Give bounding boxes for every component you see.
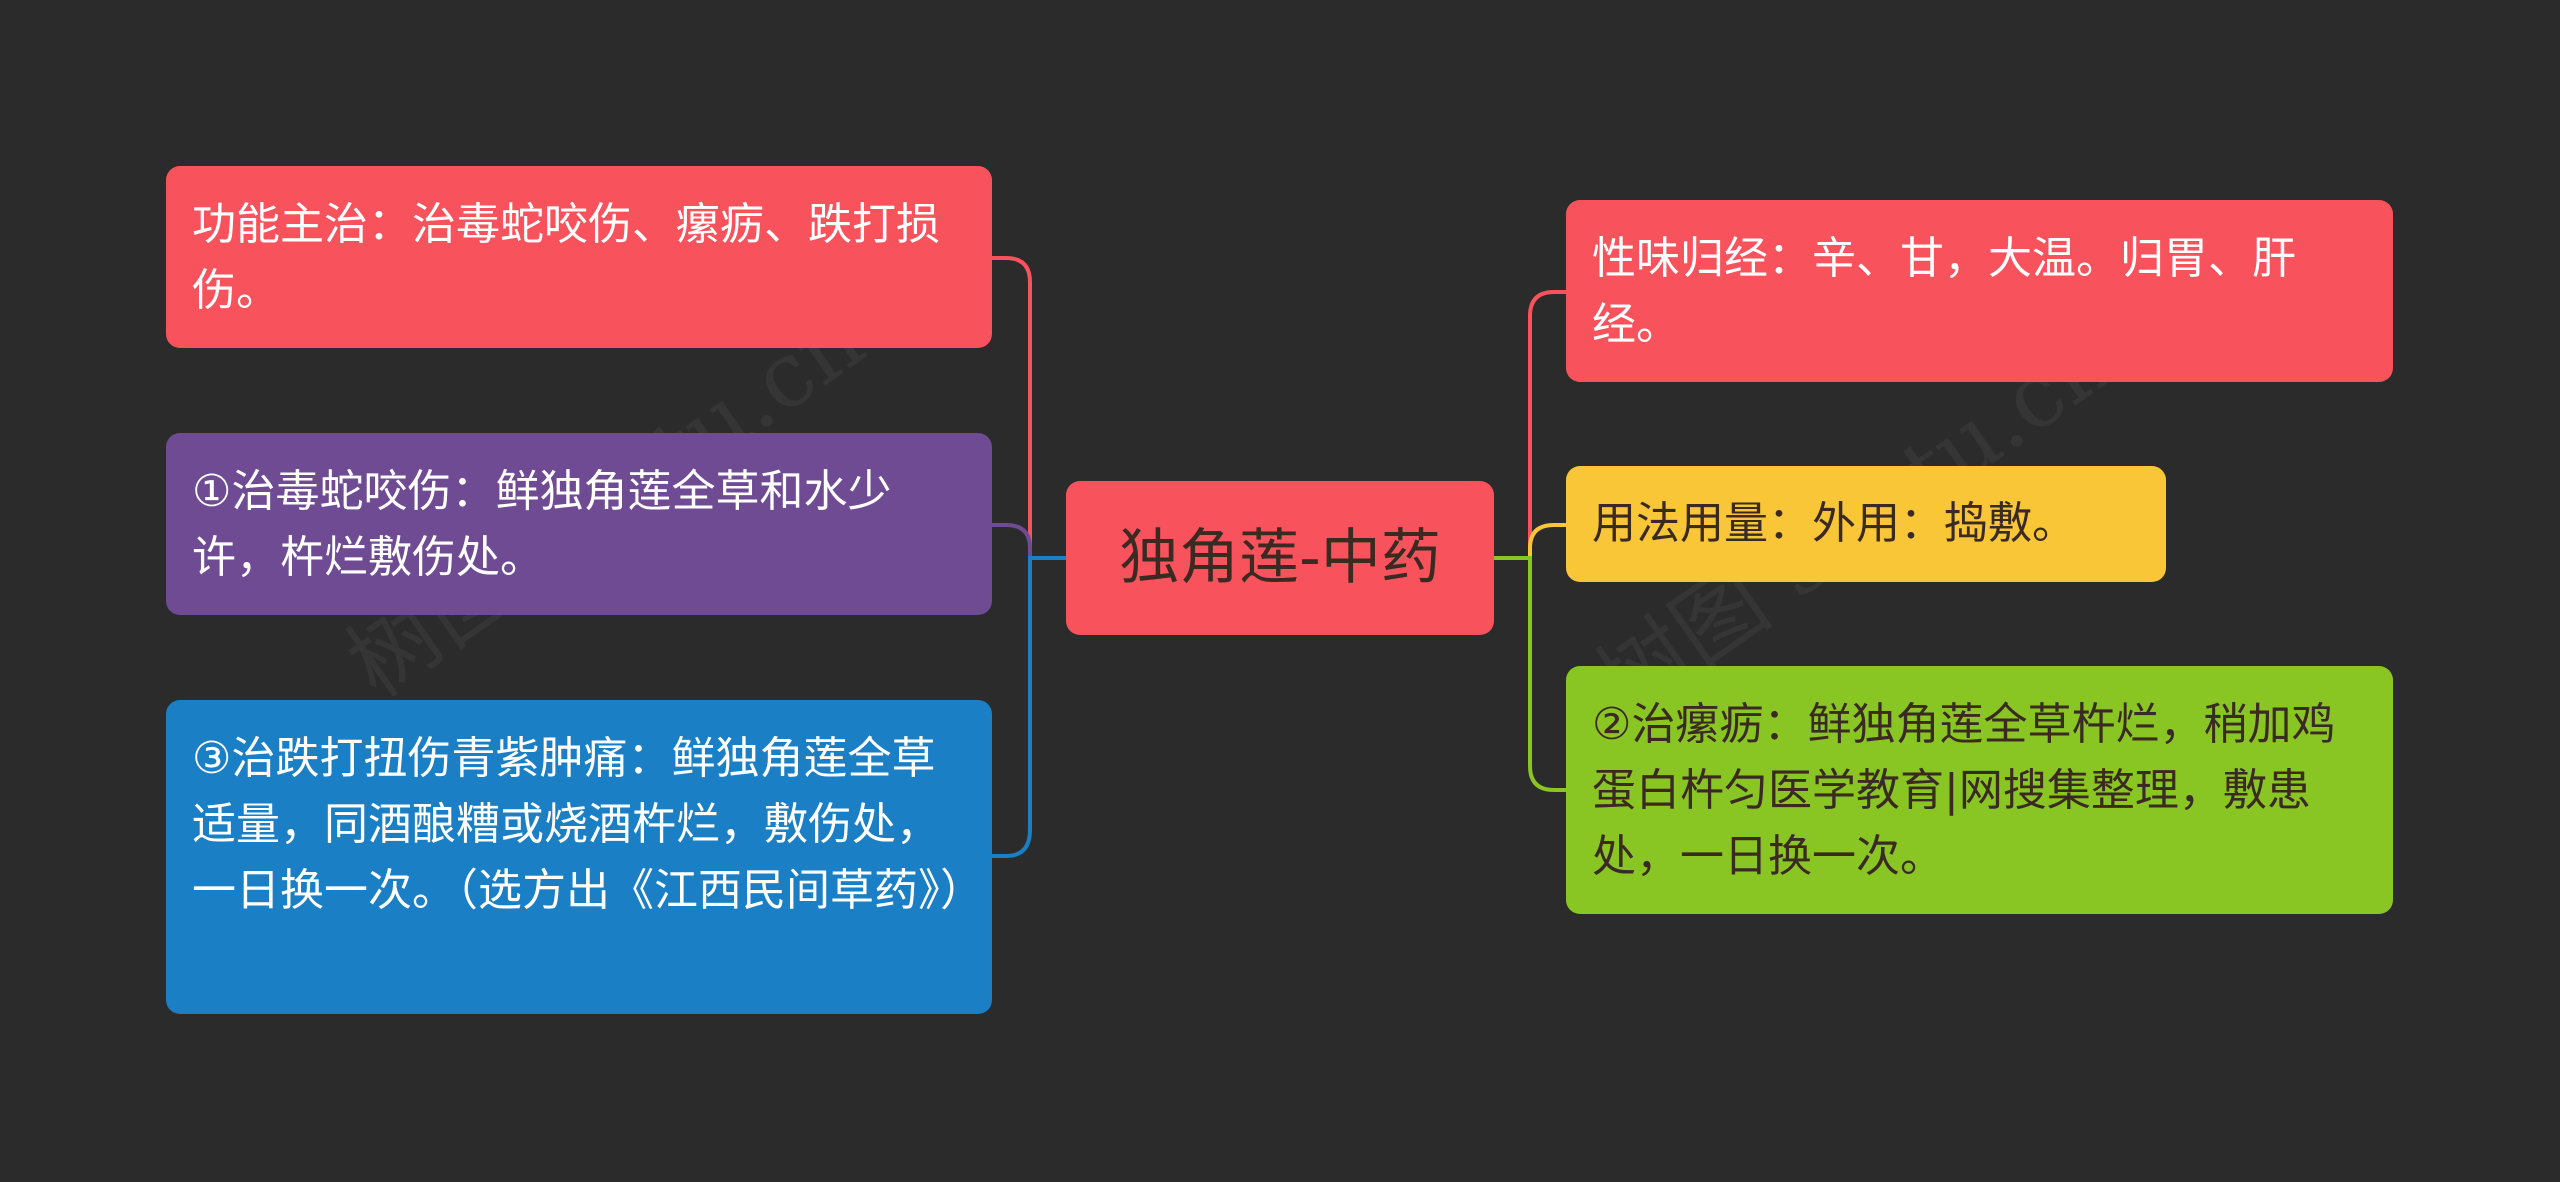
topic-node-snakebite[interactable]: ①治毒蛇咬伤：鲜独角莲全草和水少许，杵烂敷伤处。 bbox=[166, 433, 992, 615]
central-topic-label: 独角莲-中药 bbox=[1119, 523, 1441, 593]
topic-text: 功能主治：治毒蛇咬伤、瘰疬、跌打损伤。 bbox=[192, 199, 940, 316]
central-topic[interactable]: 独角莲-中药 bbox=[1066, 481, 1494, 635]
topic-text: ①治毒蛇咬伤：鲜独角莲全草和水少许，杵烂敷伤处。 bbox=[192, 466, 892, 583]
topic-text: ③治跌打扭伤青紫肿痛：鲜独角莲全草适量，同酒酿糟或烧酒杵烂，敷伤处，一日换一次。… bbox=[192, 733, 984, 916]
topic-node-properties[interactable]: 性味归经：辛、甘，大温。归胃、肝经。 bbox=[1566, 200, 2393, 382]
connector-line bbox=[992, 523, 1066, 560]
connector-line bbox=[1494, 556, 1566, 792]
topic-text: 性味归经：辛、甘，大温。归胃、肝经。 bbox=[1592, 233, 2296, 350]
connector-line bbox=[1494, 290, 1566, 560]
connector-line bbox=[992, 556, 1066, 858]
topic-node-scrofula[interactable]: ②治瘰疬：鲜独角莲全草杵烂，稍加鸡蛋白杵匀医学教育|网搜集整理，敷患处，一日换一… bbox=[1566, 666, 2393, 914]
topic-text: 用法用量：外用：捣敷。 bbox=[1592, 498, 2076, 549]
topic-node-functions[interactable]: 功能主治：治毒蛇咬伤、瘰疬、跌打损伤。 bbox=[166, 166, 992, 348]
topic-node-injury[interactable]: ③治跌打扭伤青紫肿痛：鲜独角莲全草适量，同酒酿糟或烧酒杵烂，敷伤处，一日换一次。… bbox=[166, 700, 992, 1014]
topic-node-usage[interactable]: 用法用量：外用：捣敷。 bbox=[1566, 466, 2166, 582]
connector-line bbox=[1494, 523, 1566, 560]
topic-text: ②治瘰疬：鲜独角莲全草杵烂，稍加鸡蛋白杵匀医学教育|网搜集整理，敷患处，一日换一… bbox=[1592, 699, 2336, 882]
connector-line bbox=[992, 256, 1066, 560]
